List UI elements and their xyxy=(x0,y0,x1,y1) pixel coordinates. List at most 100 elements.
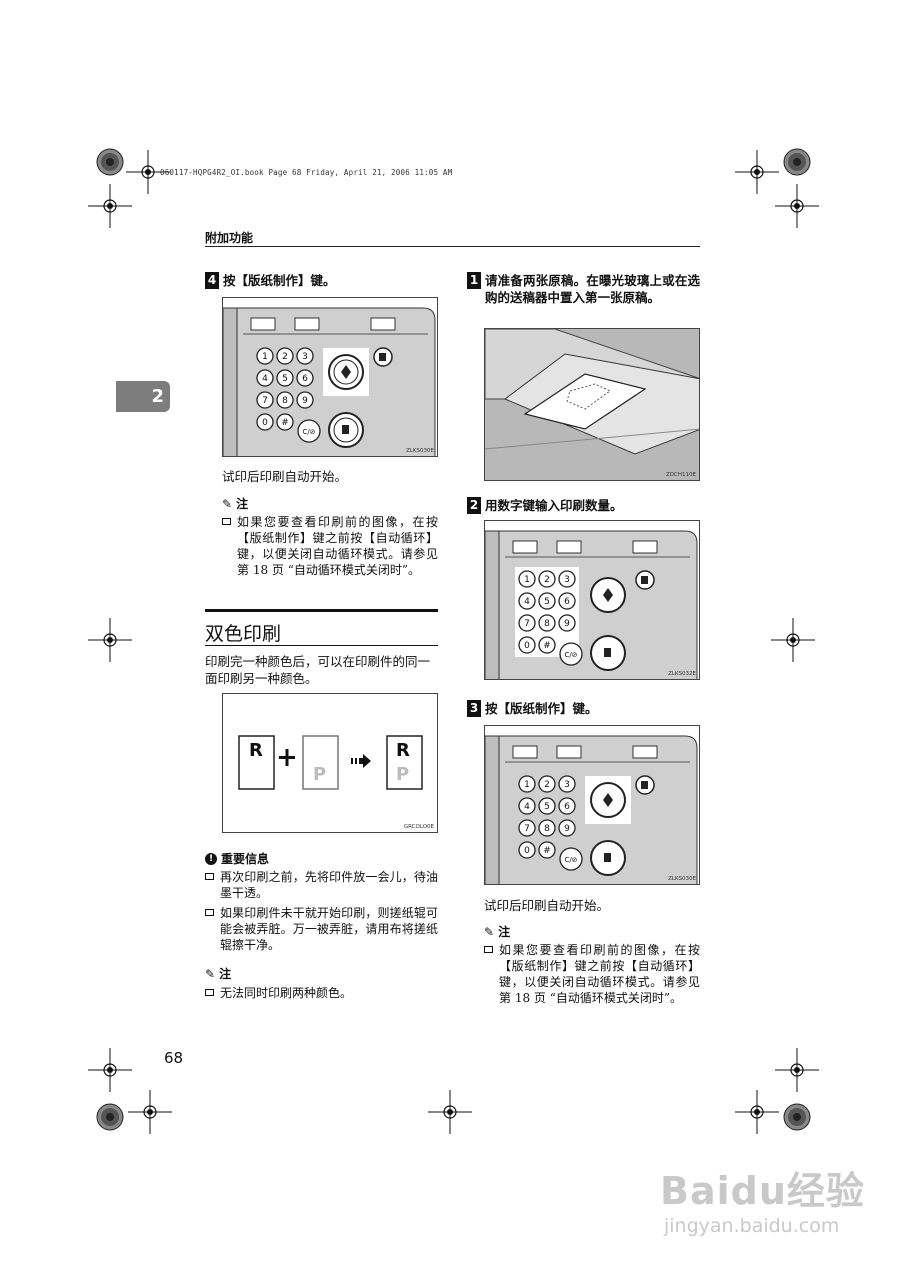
svg-text:5: 5 xyxy=(544,597,550,607)
note-item-right: 如果您要查看印刷前的图像，在按【版纸制作】键之前按【自动循环】键，以便关闭自动循… xyxy=(484,942,700,1006)
page-number: 68 xyxy=(164,1049,184,1067)
svg-text:#: # xyxy=(543,846,551,856)
svg-text:6: 6 xyxy=(564,597,570,607)
figure-code: GRCOLO0E xyxy=(403,824,434,830)
step-4: 4 按【版纸制作】键。 xyxy=(205,272,438,289)
step-text: 按【版纸制作】键。 xyxy=(485,701,598,716)
svg-text:2: 2 xyxy=(544,575,550,585)
svg-text:8: 8 xyxy=(544,824,550,834)
step-2: 2 用数字键输入印刷数量。 xyxy=(467,497,700,514)
figure-code: ZDCH110E xyxy=(666,472,696,478)
important-heading: ! 重要信息 xyxy=(205,850,269,867)
sheet-r-letter: R xyxy=(249,740,263,761)
step-number: 4 xyxy=(205,272,219,289)
svg-text:1: 1 xyxy=(262,352,268,362)
exposure-glass-figure: ZDCH110E xyxy=(484,328,700,481)
svg-text:4: 4 xyxy=(524,802,530,812)
result-p-letter: P xyxy=(396,764,409,785)
book-meta-line: 060117-HQPG4R2_OI.book Page 68 Friday, A… xyxy=(160,168,453,177)
section-intro: 印刷完一种颜色后，可以在印刷件的同一面印刷另一种颜色。 xyxy=(205,654,431,686)
svg-text:4: 4 xyxy=(262,374,268,384)
svg-text:2: 2 xyxy=(282,352,288,362)
svg-text:0: 0 xyxy=(524,846,530,856)
step-text: 请准备两张原稿。在曝光玻璃上或在选购的送稿器中置入第一张原稿。 xyxy=(485,273,700,305)
note-item: 如果您要查看印刷前的图像，在按【版纸制作】键之前按【自动循环】键，以便关闭自动循… xyxy=(222,514,438,578)
svg-text:9: 9 xyxy=(564,824,570,834)
auto-start-text: 试印后印刷自动开始。 xyxy=(222,469,348,484)
svg-text:8: 8 xyxy=(282,396,288,406)
svg-text:0: 0 xyxy=(524,641,530,651)
chapter-tab: 2 xyxy=(116,381,170,412)
note-title: 注 xyxy=(236,497,249,511)
svg-text:7: 7 xyxy=(524,824,530,834)
svg-text:5: 5 xyxy=(282,374,288,384)
watermark-main: Baidu经验 xyxy=(660,1169,865,1213)
svg-text:5: 5 xyxy=(544,802,550,812)
step-1: 1 请准备两张原稿。在曝光玻璃上或在选购的送稿器中置入第一张原稿。 xyxy=(467,272,700,306)
svg-text:1: 1 xyxy=(524,575,530,585)
two-color-illustration: R P R P xyxy=(238,735,423,790)
svg-text:2: 2 xyxy=(544,780,550,790)
checkbox-icon xyxy=(205,873,214,880)
important-title: 重要信息 xyxy=(221,852,270,866)
important-text-1: 再次印刷之前，先将印件放一会儿，待油墨干透。 xyxy=(220,870,438,900)
svg-text:9: 9 xyxy=(564,619,570,629)
sheet-p-letter: P xyxy=(313,764,326,785)
checkbox-icon xyxy=(205,909,214,916)
pencil-icon: ✎ xyxy=(484,924,495,939)
step-text: 按【版纸制作】键。 xyxy=(223,273,336,288)
important-icon: ! xyxy=(205,852,217,865)
checkbox-icon xyxy=(222,518,231,525)
result-r-letter: R xyxy=(396,740,410,761)
note-title-right: 注 xyxy=(498,925,511,939)
note-text-right: 如果您要查看印刷前的图像，在按【版纸制作】键之前按【自动循环】键，以便关闭自动循… xyxy=(499,943,700,1005)
running-header: 附加功能 xyxy=(205,231,254,245)
pencil-icon: ✎ xyxy=(205,966,216,981)
svg-text:8: 8 xyxy=(544,619,550,629)
section-rule-bottom xyxy=(205,645,438,646)
svg-text:7: 7 xyxy=(262,396,268,406)
svg-text:#: # xyxy=(543,641,551,651)
step-number: 1 xyxy=(467,272,481,289)
svg-text:3: 3 xyxy=(564,575,570,585)
step-number: 3 xyxy=(467,700,481,717)
svg-text:4: 4 xyxy=(524,597,530,607)
svg-text:9: 9 xyxy=(302,396,308,406)
svg-text:1: 1 xyxy=(524,780,530,790)
step-3: 3 按【版纸制作】键。 xyxy=(467,700,700,717)
svg-text:7: 7 xyxy=(524,619,530,629)
important-text-2: 如果印刷件未干就开始印刷，则搓纸辊可能会被弄脏。万一被弄脏，请用布将搓纸辊擦干净… xyxy=(220,906,438,952)
svg-text:3: 3 xyxy=(564,780,570,790)
note-text: 如果您要查看印刷前的图像，在按【版纸制作】键之前按【自动循环】键，以便关闭自动循… xyxy=(237,515,438,577)
checkbox-icon xyxy=(205,989,214,996)
note2-text: 无法同时印刷两种颜色。 xyxy=(220,986,353,1000)
figure-code: ZLKS030E xyxy=(668,876,696,882)
note2-title: 注 xyxy=(219,967,232,981)
two-color-figure: R P R P GRCOLO0E xyxy=(222,693,438,833)
note-heading-right: ✎ 注 xyxy=(484,923,510,940)
important-item-2: 如果印刷件未干就开始印刷，则搓纸辊可能会被弄脏。万一被弄脏，请用布将搓纸辊擦干净… xyxy=(205,905,438,953)
svg-text:3: 3 xyxy=(302,352,308,362)
exposure-glass-illustration xyxy=(485,329,699,480)
note2-heading: ✎ 注 xyxy=(205,965,231,982)
figure-code: ZLKS030E xyxy=(406,448,434,454)
checkbox-icon xyxy=(484,946,493,953)
header-rule xyxy=(205,246,700,247)
watermark-sub: jingyan.baidu.com xyxy=(664,1215,840,1237)
svg-text:6: 6 xyxy=(564,802,570,812)
section-rule-top xyxy=(205,609,438,612)
baidu-watermark: Baidu经验 jingyan.baidu.com xyxy=(660,1160,865,1237)
note-heading: ✎ 注 xyxy=(222,495,248,512)
section-title: 双色印刷 xyxy=(205,623,282,645)
auto-start-text-right: 试印后印刷自动开始。 xyxy=(484,898,610,913)
pencil-icon: ✎ xyxy=(222,496,233,511)
note2-item: 无法同时印刷两种颜色。 xyxy=(205,985,438,1001)
important-item-1: 再次印刷之前，先将印件放一会儿，待油墨干透。 xyxy=(205,869,438,901)
